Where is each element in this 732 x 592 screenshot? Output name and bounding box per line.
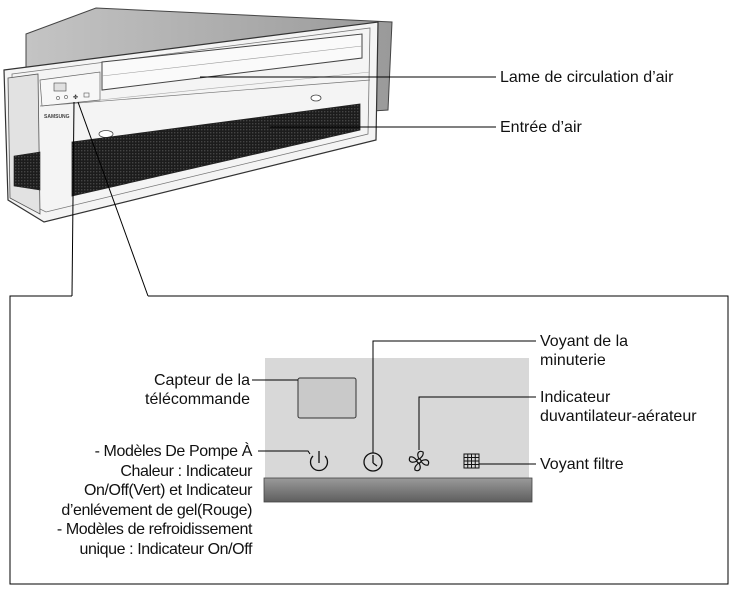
badge-icon [310,94,322,102]
badge-icon [98,130,114,138]
fan-icon [408,450,430,472]
power-icon [309,451,329,472]
mini-fan-icon: ✤ [73,94,78,101]
callout-line-left [71,101,75,297]
mini-filter-icon [83,92,90,98]
air-blade [101,33,363,91]
brand-logo: SAMSUNG [44,114,70,120]
label-air-inlet: Entrée d’air [500,119,582,136]
remote-sensor-window [297,377,357,419]
label-filter-indicator: Voyant filtre [540,456,624,473]
unit-side-panel [7,73,41,215]
leader-onoff [258,450,311,455]
label-fan-indicator: Indicateur duvantilateur-aérateur [540,389,697,425]
label-timer-indicator: Voyant de la minuterie [540,333,629,369]
label-air-blade: Lame de circulation d’air [500,69,674,86]
ceiling-unit: ✤ SAMSUNG [3,7,393,223]
mini-sensor-window [53,82,67,92]
detail-callout-frame [9,295,729,585]
filter-icon [463,453,480,469]
label-onoff-indicator: - Modèles De Pompe À Chaleur : Indicateu… [56,443,253,558]
leader-fan [418,396,536,450]
leader-timer [372,340,536,453]
side-grille [13,151,41,191]
display-bar [263,477,533,503]
callout-line-right [77,101,149,297]
label-remote-sensor: Capteur de la télécommande [145,372,250,408]
